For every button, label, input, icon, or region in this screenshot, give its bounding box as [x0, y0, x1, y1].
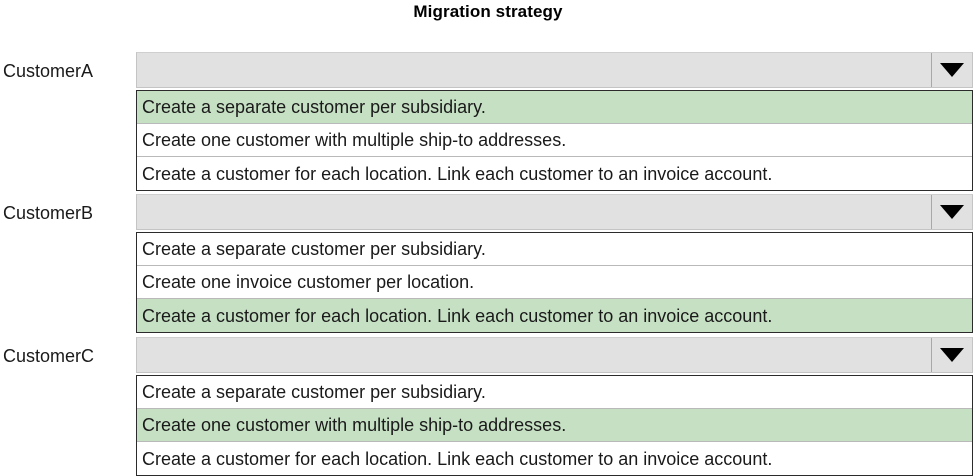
combobox-customerc[interactable]	[136, 337, 973, 373]
chevron-down-icon[interactable]	[931, 338, 972, 372]
combobox-value-customerc[interactable]	[137, 338, 931, 372]
list-item[interactable]: Create one customer with multiple ship-t…	[137, 124, 972, 157]
chevron-down-icon[interactable]	[931, 195, 972, 229]
listbox-customerc[interactable]: Create a separate customer per subsidiar…	[136, 375, 973, 476]
listbox-customera[interactable]: Create a separate customer per subsidiar…	[136, 90, 973, 191]
list-item[interactable]: Create a customer for each location. Lin…	[137, 299, 972, 332]
combobox-value-customerb[interactable]	[137, 195, 931, 229]
combobox-value-customera[interactable]	[137, 53, 931, 87]
combobox-customera[interactable]	[136, 52, 973, 88]
row-label-customerc: CustomerC	[3, 346, 95, 366]
list-item[interactable]: Create a separate customer per subsidiar…	[137, 376, 972, 409]
row-label-customera: CustomerA	[3, 61, 94, 81]
list-item[interactable]: Create a separate customer per subsidiar…	[137, 91, 972, 124]
list-item[interactable]: Create one invoice customer per location…	[137, 266, 972, 299]
chevron-down-icon[interactable]	[931, 53, 972, 87]
list-item[interactable]: Create a customer for each location. Lin…	[137, 157, 972, 190]
list-item[interactable]: Create a separate customer per subsidiar…	[137, 233, 972, 266]
row-label-customerb: CustomerB	[3, 203, 94, 223]
combobox-customerb[interactable]	[136, 194, 973, 230]
list-item[interactable]: Create one customer with multiple ship-t…	[137, 409, 972, 442]
list-item[interactable]: Create a customer for each location. Lin…	[137, 442, 972, 475]
listbox-customerb[interactable]: Create a separate customer per subsidiar…	[136, 232, 973, 333]
page-title: Migration strategy	[413, 2, 563, 21]
